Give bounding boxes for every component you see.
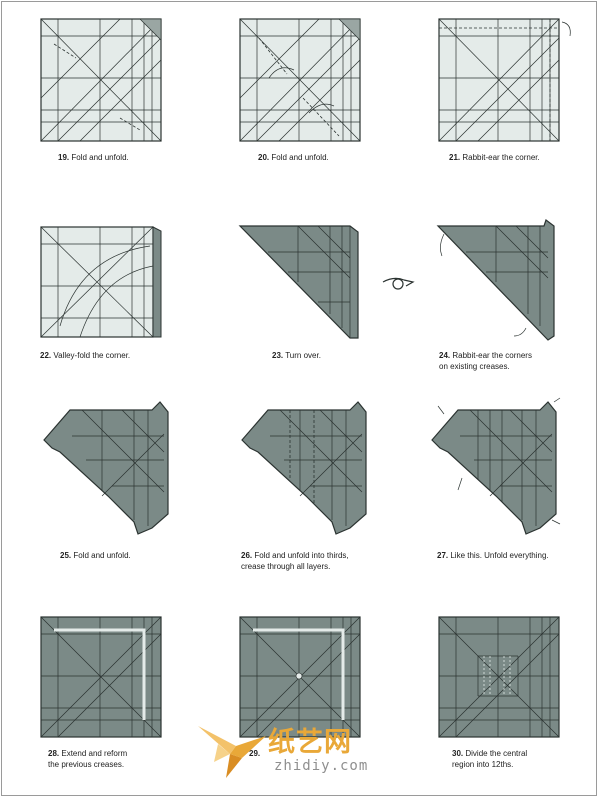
step-25-diagram: [43, 401, 169, 535]
step-29-caption: 29.: [249, 749, 261, 758]
step-26-caption: 26. Fold and unfold into thirds,crease t…: [241, 551, 349, 571]
step-22-diagram: [40, 226, 162, 338]
step-23-diagram: [238, 225, 359, 339]
turn-over-icon: [382, 277, 415, 290]
step-19-caption: 19. Fold and unfold.: [58, 153, 129, 162]
step-24-diagram: [436, 219, 555, 341]
step-29-diagram: [239, 616, 361, 738]
watermark: 纸艺网 zhidiy.com: [196, 716, 406, 782]
step-20-diagram: [239, 18, 361, 142]
step-26-diagram: [241, 401, 367, 535]
step-25-caption: 25. Fold and unfold.: [60, 551, 131, 560]
step-27-diagram: [431, 397, 561, 535]
watermark-text: 纸艺网: [268, 727, 352, 758]
step-28-diagram: [40, 616, 162, 738]
paper-crane-logo-icon: [198, 726, 266, 778]
step-23-caption: 23. Turn over.: [272, 351, 321, 360]
watermark-url: zhidiy.com: [274, 758, 369, 774]
step-22-caption: 22. Valley-fold the corner.: [40, 351, 131, 360]
step-21-diagram: [438, 18, 571, 142]
step-21-caption: 21. Rabbit-ear the corner.: [449, 153, 540, 162]
step-30-diagram: [438, 616, 560, 738]
step-19-diagram: [40, 18, 162, 142]
step-20-caption: 20. Fold and unfold.: [258, 153, 329, 162]
step-27-caption: 27. Like this. Unfold everything.: [437, 551, 549, 560]
